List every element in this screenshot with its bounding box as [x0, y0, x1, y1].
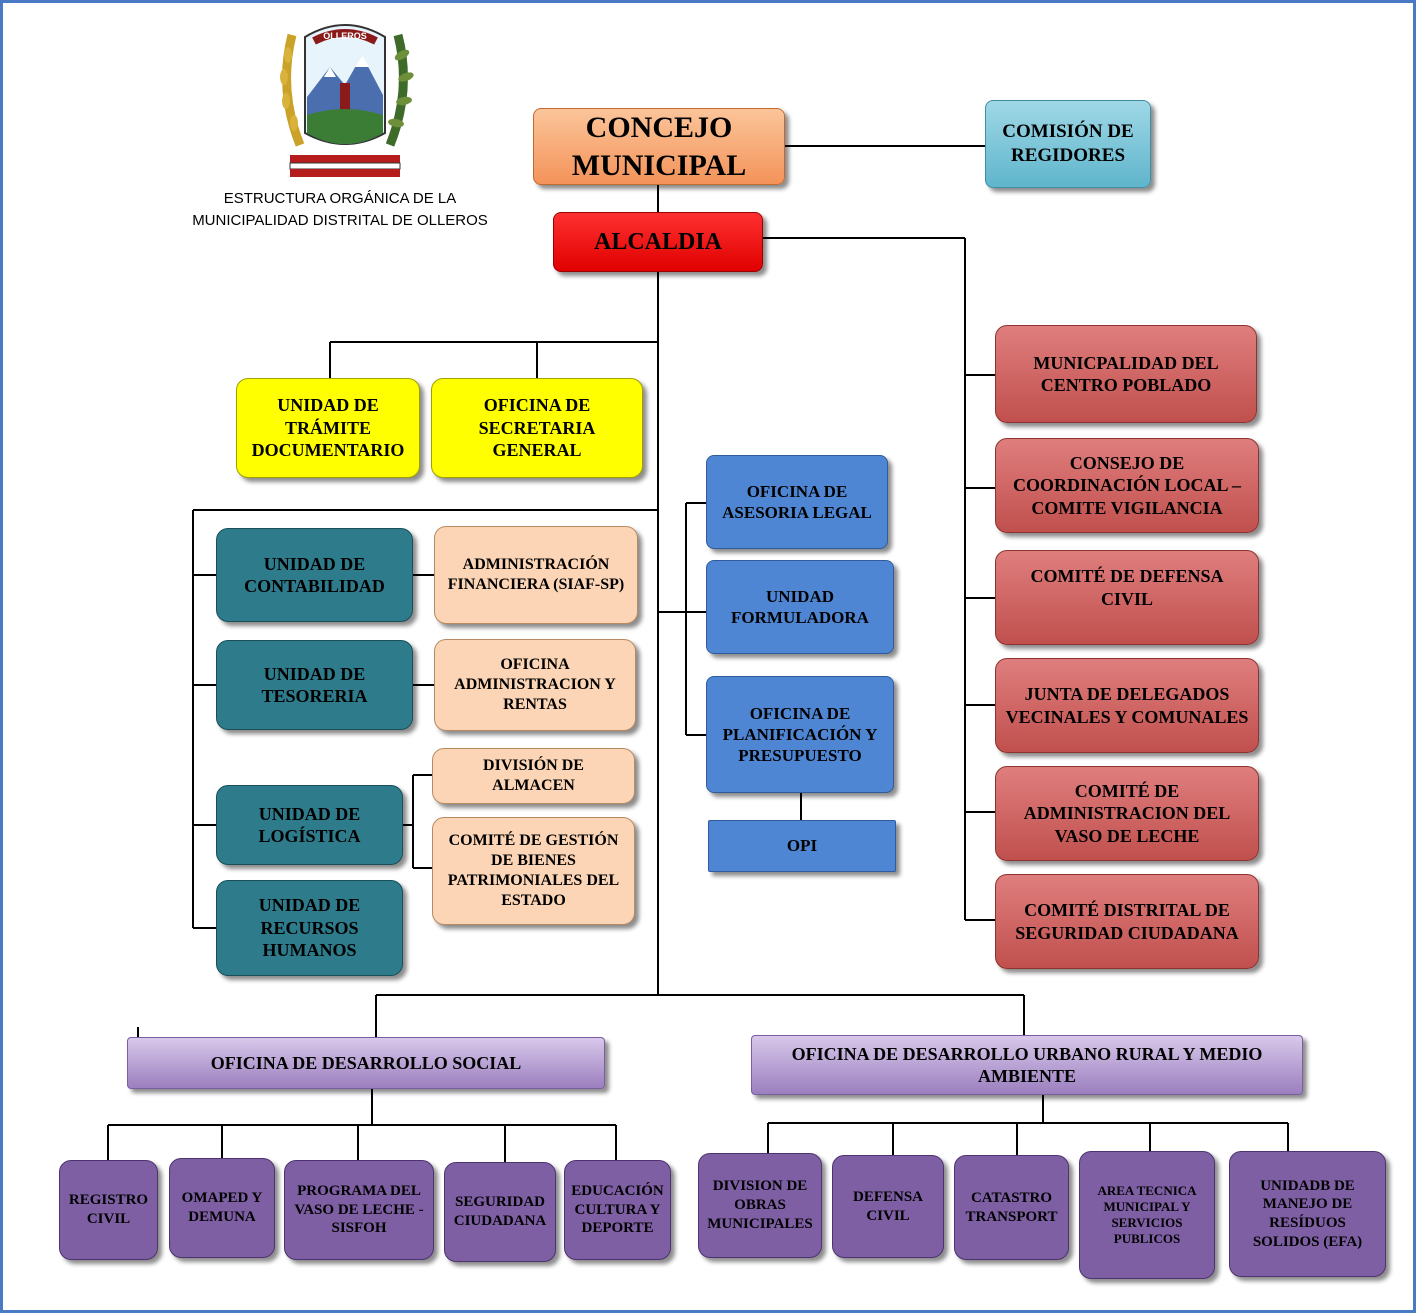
consejo-coordinacion-box: CONSEJO DE COORDINACIÓN LOCAL – COMITE V…: [995, 438, 1259, 533]
programa-vaso-leche-box: PROGRAMA DEL VASO DE LECHE - SISFOH: [284, 1160, 434, 1260]
registro-civil-box: REGISTRO CIVIL: [59, 1160, 158, 1260]
administracion-financiera-box: ADMINISTRACIÓN FINANCIERA (SIAF-SP): [434, 526, 638, 624]
junta-delegados-box: JUNTA DE DELEGADOS VECINALES Y COMUNALES: [995, 658, 1259, 753]
seguridad-ciudadana-box: SEGURIDAD CIUDADANA: [444, 1162, 556, 1262]
concejo-municipal-box: CONCEJO MUNICIPAL: [533, 108, 785, 185]
unidad-logistica-box: UNIDAD DE LOGÍSTICA: [216, 785, 403, 865]
division-almacen-box: DIVISIÓN DE ALMACEN: [432, 748, 635, 804]
division-obras-box: DIVISION DE OBRAS MUNICIPALES: [698, 1153, 822, 1258]
secretaria-general-box: OFICINA DE SECRETARIA GENERAL: [431, 378, 643, 478]
educacion-cultura-deporte-box: EDUCACIÓN CULTURA Y DEPORTE: [564, 1160, 671, 1260]
unidad-formuladora-box: UNIDAD FORMULADORA: [706, 560, 894, 654]
desarrollo-social-box: OFICINA DE DESARROLLO SOCIAL: [127, 1037, 605, 1089]
omaped-demuna-box: OMAPED Y DEMUNA: [169, 1158, 275, 1258]
comite-seguridad-ciudadana-box: COMITÉ DISTRITAL DE SEGURIDAD CIUDADANA: [995, 874, 1259, 969]
comite-defensa-civil-box: COMITÉ DE DEFENSA CIVIL: [995, 550, 1259, 645]
municipal-seal-icon: OLLEROS: [280, 24, 414, 177]
seal-text: OLLEROS: [323, 31, 367, 41]
defensa-civil-box: DEFENSA CIVIL: [832, 1155, 944, 1258]
comite-vaso-leche-box: COMITÉ DE ADMINISTRACION DEL VASO DE LEC…: [995, 766, 1259, 861]
unidad-recursos-humanos-box: UNIDAD DE RECURSOS HUMANOS: [216, 880, 403, 976]
residuos-solidos-box: UNIDADB DE MANEJO DE RESÍDUOS SOLIDOS (E…: [1229, 1151, 1386, 1277]
catastro-transport-box: CATASTRO TRANSPORT: [954, 1155, 1069, 1260]
comision-regidores-box: COMISIÓN DE REGIDORES: [985, 100, 1151, 188]
chart-title-line-1: ESTRUCTURA ORGÁNICA DE LA: [223, 190, 457, 207]
area-tecnica-box: AREA TECNICA MUNICIPAL Y SERVICIOS PUBLI…: [1079, 1151, 1215, 1279]
chart-title: ESTRUCTURA ORGÁNICA DE LA MUNICIPALIDAD …: [190, 188, 490, 232]
unidad-contabilidad-box: UNIDAD DE CONTABILIDAD: [216, 528, 413, 622]
chart-title-line-2: MUNICIPALIDAD DISTRITAL DE OLLEROS: [192, 211, 488, 229]
comite-bienes-patrimoniales-box: COMITÉ DE GESTIÓN DE BIENES PATRIMONIALE…: [432, 817, 635, 925]
unidad-tesoreria-box: UNIDAD DE TESORERIA: [216, 640, 413, 730]
asesoria-legal-box: OFICINA DE ASESORIA LEGAL: [706, 455, 888, 549]
opi-box: OPI: [708, 820, 896, 872]
planificacion-presupuesto-box: OFICINA DE PLANIFICACIÓN Y PRESUPUESTO: [706, 676, 894, 793]
alcaldia-box: ALCALDIA: [553, 212, 763, 272]
centro-poblado-box: MUNICPALIDAD DEL CENTRO POBLADO: [995, 325, 1257, 423]
oficina-rentas-box: OFICINA ADMINISTRACION Y RENTAS: [434, 639, 636, 731]
tramite-documentario-box: UNIDAD DE TRÁMITE DOCUMENTARIO: [236, 378, 420, 478]
desarrollo-urbano-box: OFICINA DE DESARROLLO URBANO RURAL Y MED…: [751, 1035, 1303, 1095]
